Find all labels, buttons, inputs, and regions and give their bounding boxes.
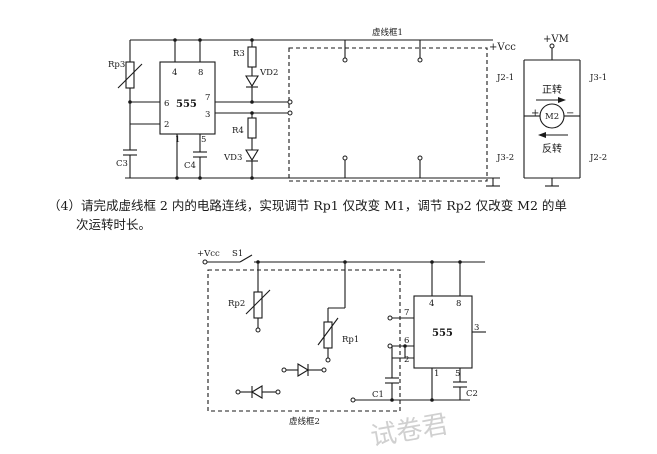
dashed-box-1 xyxy=(288,47,488,182)
pin6-top: 6 xyxy=(164,99,169,109)
chip-label-top: 555 xyxy=(176,99,197,110)
pin6-bottom: 6 xyxy=(404,336,409,346)
motor-plus: + xyxy=(531,108,539,119)
vd3-label: VD3 xyxy=(223,153,242,163)
box2-label: 虚线框2 xyxy=(289,416,320,427)
question-text: （4）请完成虚线框 2 内的电路连线，实现调节 Rp1 仅改变 M1，调节 Rp… xyxy=(48,196,648,234)
pin4-bottom: 4 xyxy=(429,299,434,309)
vcc-label-top: +Vcc xyxy=(489,42,516,53)
pin8-bottom: 8 xyxy=(456,299,461,309)
motor-m2 xyxy=(539,103,565,129)
vd2-led xyxy=(245,75,259,88)
pin1-bottom: 1 xyxy=(434,369,439,379)
j2-2-label: J2-2 xyxy=(589,153,607,163)
c4-label: C4 xyxy=(184,161,196,171)
pin5-bottom: 5 xyxy=(455,369,460,379)
question-line-1: （4）请完成虚线框 2 内的电路连线，实现调节 Rp1 仅改变 M1，调节 Rp… xyxy=(48,198,567,213)
pin7-bottom: 7 xyxy=(404,308,409,318)
r4-label: R4 xyxy=(232,126,244,136)
pin8-top: 8 xyxy=(198,68,203,78)
j2-1-label: J2-1 xyxy=(496,73,514,83)
c3-label: C3 xyxy=(116,159,128,169)
diode-2 xyxy=(250,385,263,399)
forward-label: 正转 xyxy=(542,83,562,96)
c2-label: C2 xyxy=(466,389,478,399)
r3-resistor xyxy=(247,46,257,68)
motor-label: M2 xyxy=(545,112,559,122)
reverse-label: 反转 xyxy=(542,142,562,155)
box1-label: 虚线框1 xyxy=(372,27,403,38)
pin3-bottom: 3 xyxy=(474,323,479,333)
circuit-diagram: 虚线框1 +Vcc +VM 555 Rp3 R3 R4 VD2 VD3 C3 C… xyxy=(108,27,607,427)
r3-label: R3 xyxy=(233,49,245,59)
rp3-resistor xyxy=(125,61,135,89)
vd3-led xyxy=(245,149,259,162)
pin4-top: 4 xyxy=(172,68,177,78)
chip-label-bottom: 555 xyxy=(432,328,453,339)
motor-minus: − xyxy=(566,108,574,119)
diode-1 xyxy=(297,363,310,377)
j3-2-label: J3-2 xyxy=(496,153,514,163)
s1-label: S1 xyxy=(232,249,243,259)
question-line-2: 次运转时长。 xyxy=(76,217,152,232)
pin3-top: 3 xyxy=(205,110,210,120)
pin5-top: 5 xyxy=(201,135,206,145)
dashed-box-2 xyxy=(207,269,401,412)
rp3-label: Rp3 xyxy=(108,60,125,70)
pin7-top: 7 xyxy=(205,93,210,103)
r4-resistor xyxy=(247,117,257,139)
vm-label: +VM xyxy=(543,34,569,45)
rp2-label: Rp2 xyxy=(228,299,245,309)
pin2-bottom: 2 xyxy=(404,355,409,365)
j3-1-label: J3-1 xyxy=(589,73,607,83)
top-555-chip xyxy=(159,61,216,135)
vcc-label-bottom: +Vcc xyxy=(197,249,220,259)
vd2-label: VD2 xyxy=(259,68,278,78)
c1-label: C1 xyxy=(372,390,384,400)
rp1-label: Rp1 xyxy=(342,335,359,345)
pin1-top: 1 xyxy=(175,135,180,145)
pin2-top: 2 xyxy=(164,120,169,130)
